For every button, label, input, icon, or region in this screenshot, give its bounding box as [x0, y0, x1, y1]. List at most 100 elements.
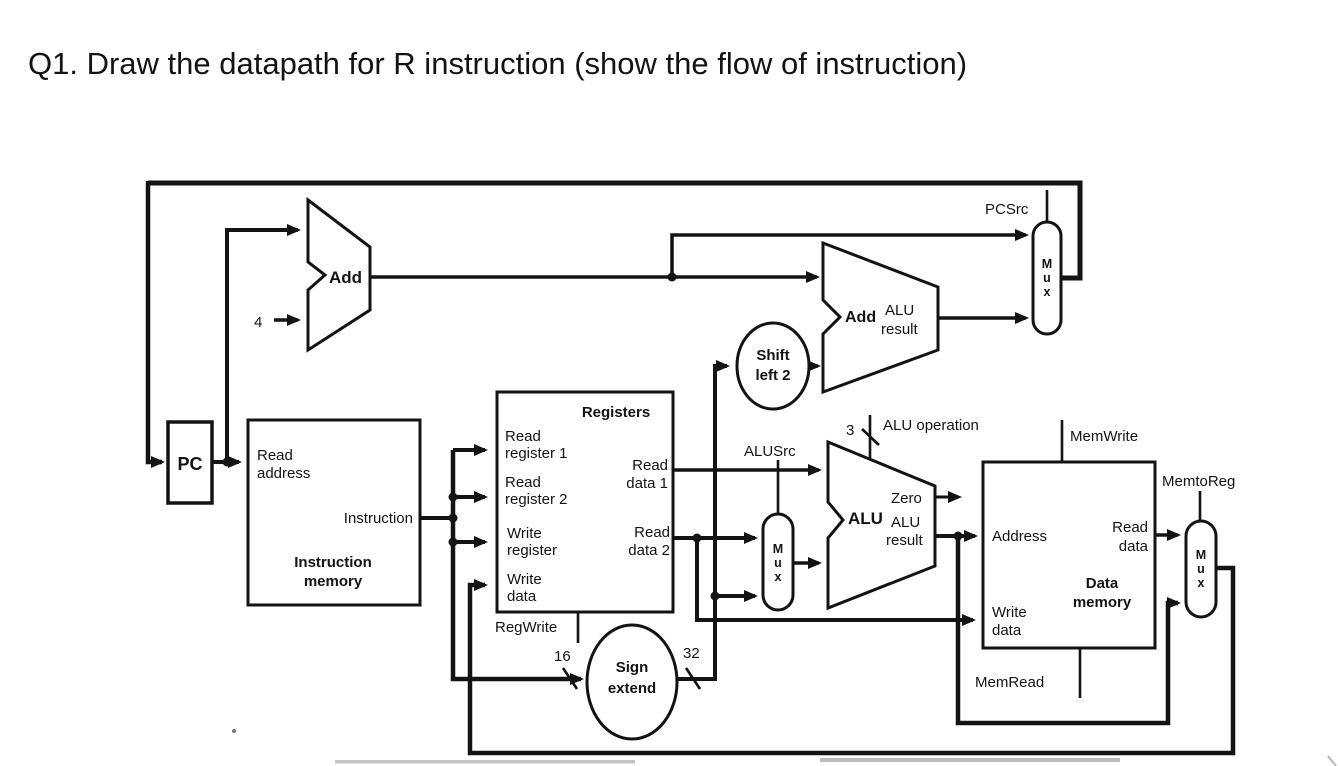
- signext-out-width-tick: [684, 667, 702, 690]
- junction-instr-2: [448, 513, 458, 523]
- read-reg1-label-2: register 1: [505, 445, 568, 462]
- regwrite-label: RegWrite: [495, 619, 557, 636]
- read-data2-label-1: Read: [634, 524, 670, 541]
- shift-left-2-unit: [735, 321, 811, 411]
- wire-read-data-2-to-memory: [695, 538, 976, 626]
- alu: [826, 439, 937, 611]
- wire-junctions: [222, 272, 963, 601]
- pc-adder-label: Add: [329, 268, 362, 287]
- pcsrc-mux: [1031, 220, 1063, 336]
- memtoreg-mux: [1184, 519, 1218, 619]
- im-name-2: memory: [304, 573, 363, 590]
- shift-left-label-1: Shift: [756, 347, 789, 364]
- junction-instr-3: [448, 537, 458, 547]
- width-32-label: 32: [683, 645, 700, 662]
- registers-name: Registers: [582, 404, 650, 421]
- wire-pc4-to-pcsrc-mux: [670, 229, 1029, 277]
- read-reg2-label-2: register 2: [505, 491, 568, 508]
- scan-artifacts: [232, 729, 1337, 766]
- junction-pc-out: [222, 457, 232, 467]
- sign-extend-unit: [585, 623, 679, 741]
- pcsrc-mux-letter-m: M: [1042, 257, 1052, 271]
- write-reg-label-2: register: [507, 542, 557, 559]
- wire-alu-result-to-memtoreg-mux: [955, 536, 1181, 726]
- wire-pc-to-adder: [225, 224, 301, 462]
- aluop-label: ALU operation: [883, 417, 979, 434]
- read-data2-label-2: data 2: [628, 542, 670, 559]
- pc-adder: [306, 196, 372, 353]
- dm-read-label-1: Read: [1112, 519, 1148, 536]
- registers-block: [495, 390, 675, 614]
- dm-name-2: memory: [1073, 594, 1132, 611]
- pc-block: [166, 420, 214, 505]
- dm-write-label-1: Write: [992, 604, 1027, 621]
- alusrc-mux-letter-x: x: [775, 570, 782, 584]
- pcsrc-mux-letter-x: x: [1044, 285, 1051, 299]
- dm-read-label-2: data: [1119, 538, 1149, 555]
- scan-speck: [232, 729, 236, 733]
- wire-writeback-to-registers: [467, 565, 1236, 756]
- wire-signext-to-shift: [677, 360, 730, 681]
- signext-in-width-tick: [561, 667, 579, 690]
- shift-left-label-2: left 2: [755, 367, 790, 384]
- sign-extend-label-2: extend: [608, 680, 656, 697]
- im-read-label-1: Read: [257, 447, 293, 464]
- alusrc-label: ALUSrc: [744, 443, 796, 460]
- alu-result-label-1: ALU: [891, 514, 920, 531]
- pc-label: PC: [177, 454, 202, 474]
- alusrc-mux-letter-u: u: [774, 556, 782, 570]
- width-16-label: 16: [554, 648, 571, 665]
- alusrc-mux: [761, 512, 795, 612]
- branch-adder-result-2: result: [881, 321, 919, 338]
- wire-pcsrc-feedback-top: [148, 180, 1083, 281]
- branch-adder-result-1: ALU: [885, 302, 914, 319]
- aluop-width-label: 3: [846, 422, 854, 439]
- instruction-memory-block: [246, 418, 422, 607]
- junction-signext: [710, 591, 720, 601]
- write-data-label-2: data: [507, 588, 537, 605]
- dm-write-label-2: data: [992, 622, 1022, 639]
- im-name-1: Instruction: [294, 554, 372, 571]
- wires: [145, 180, 1236, 756]
- write-reg-label-1: Write: [507, 525, 542, 542]
- pcsrc-mux-letter-u: u: [1043, 271, 1051, 285]
- scan-smudge-left: [335, 760, 635, 764]
- junction-read-data-2: [692, 533, 702, 543]
- increment-4-label: 4: [254, 314, 262, 331]
- scan-smudge-right: [820, 758, 1120, 762]
- wire-feedback-into-pc: [145, 181, 165, 468]
- memwrite-label: MemWrite: [1070, 428, 1138, 445]
- junction-pc4: [667, 272, 677, 282]
- aluop-width-tick: [861, 428, 880, 446]
- dm-address-label: Address: [992, 528, 1047, 545]
- control-lines: [561, 190, 1202, 698]
- memtoreg-mux-letter-m: M: [1196, 548, 1206, 562]
- junction-instr-1: [448, 492, 458, 502]
- wire-instruction-bus: [450, 450, 584, 685]
- sign-extend-label-1: Sign: [616, 659, 649, 676]
- memtoreg-mux-letter-x: x: [1198, 576, 1205, 590]
- alu-label: ALU: [848, 509, 883, 528]
- junction-alu-result: [953, 531, 963, 541]
- branch-adder-label: Add: [845, 309, 876, 326]
- read-data1-label-2: data 1: [626, 475, 668, 492]
- read-reg1-label-1: Read: [505, 428, 541, 445]
- read-reg2-label-1: Read: [505, 474, 541, 491]
- read-data1-label-1: Read: [632, 457, 668, 474]
- data-memory-block: [981, 460, 1157, 650]
- dm-name-1: Data: [1086, 575, 1119, 592]
- page-title: Q1. Draw the datapath for R instruction …: [28, 46, 967, 81]
- im-read-label-2: address: [257, 465, 310, 482]
- memtoreg-label: MemtoReg: [1162, 473, 1235, 490]
- memtoreg-mux-letter-u: u: [1197, 562, 1205, 576]
- labels: PC Add 4 Read address Instruction Instru…: [177, 201, 1235, 697]
- write-data-label-1: Write: [507, 571, 542, 588]
- memread-label: MemRead: [975, 674, 1044, 691]
- pcsrc-label: PCSrc: [985, 201, 1029, 218]
- alusrc-mux-letter-m: M: [773, 542, 783, 556]
- alu-zero-label: Zero: [891, 490, 922, 507]
- branch-adder: [821, 240, 940, 395]
- im-instruction-label: Instruction: [344, 510, 413, 527]
